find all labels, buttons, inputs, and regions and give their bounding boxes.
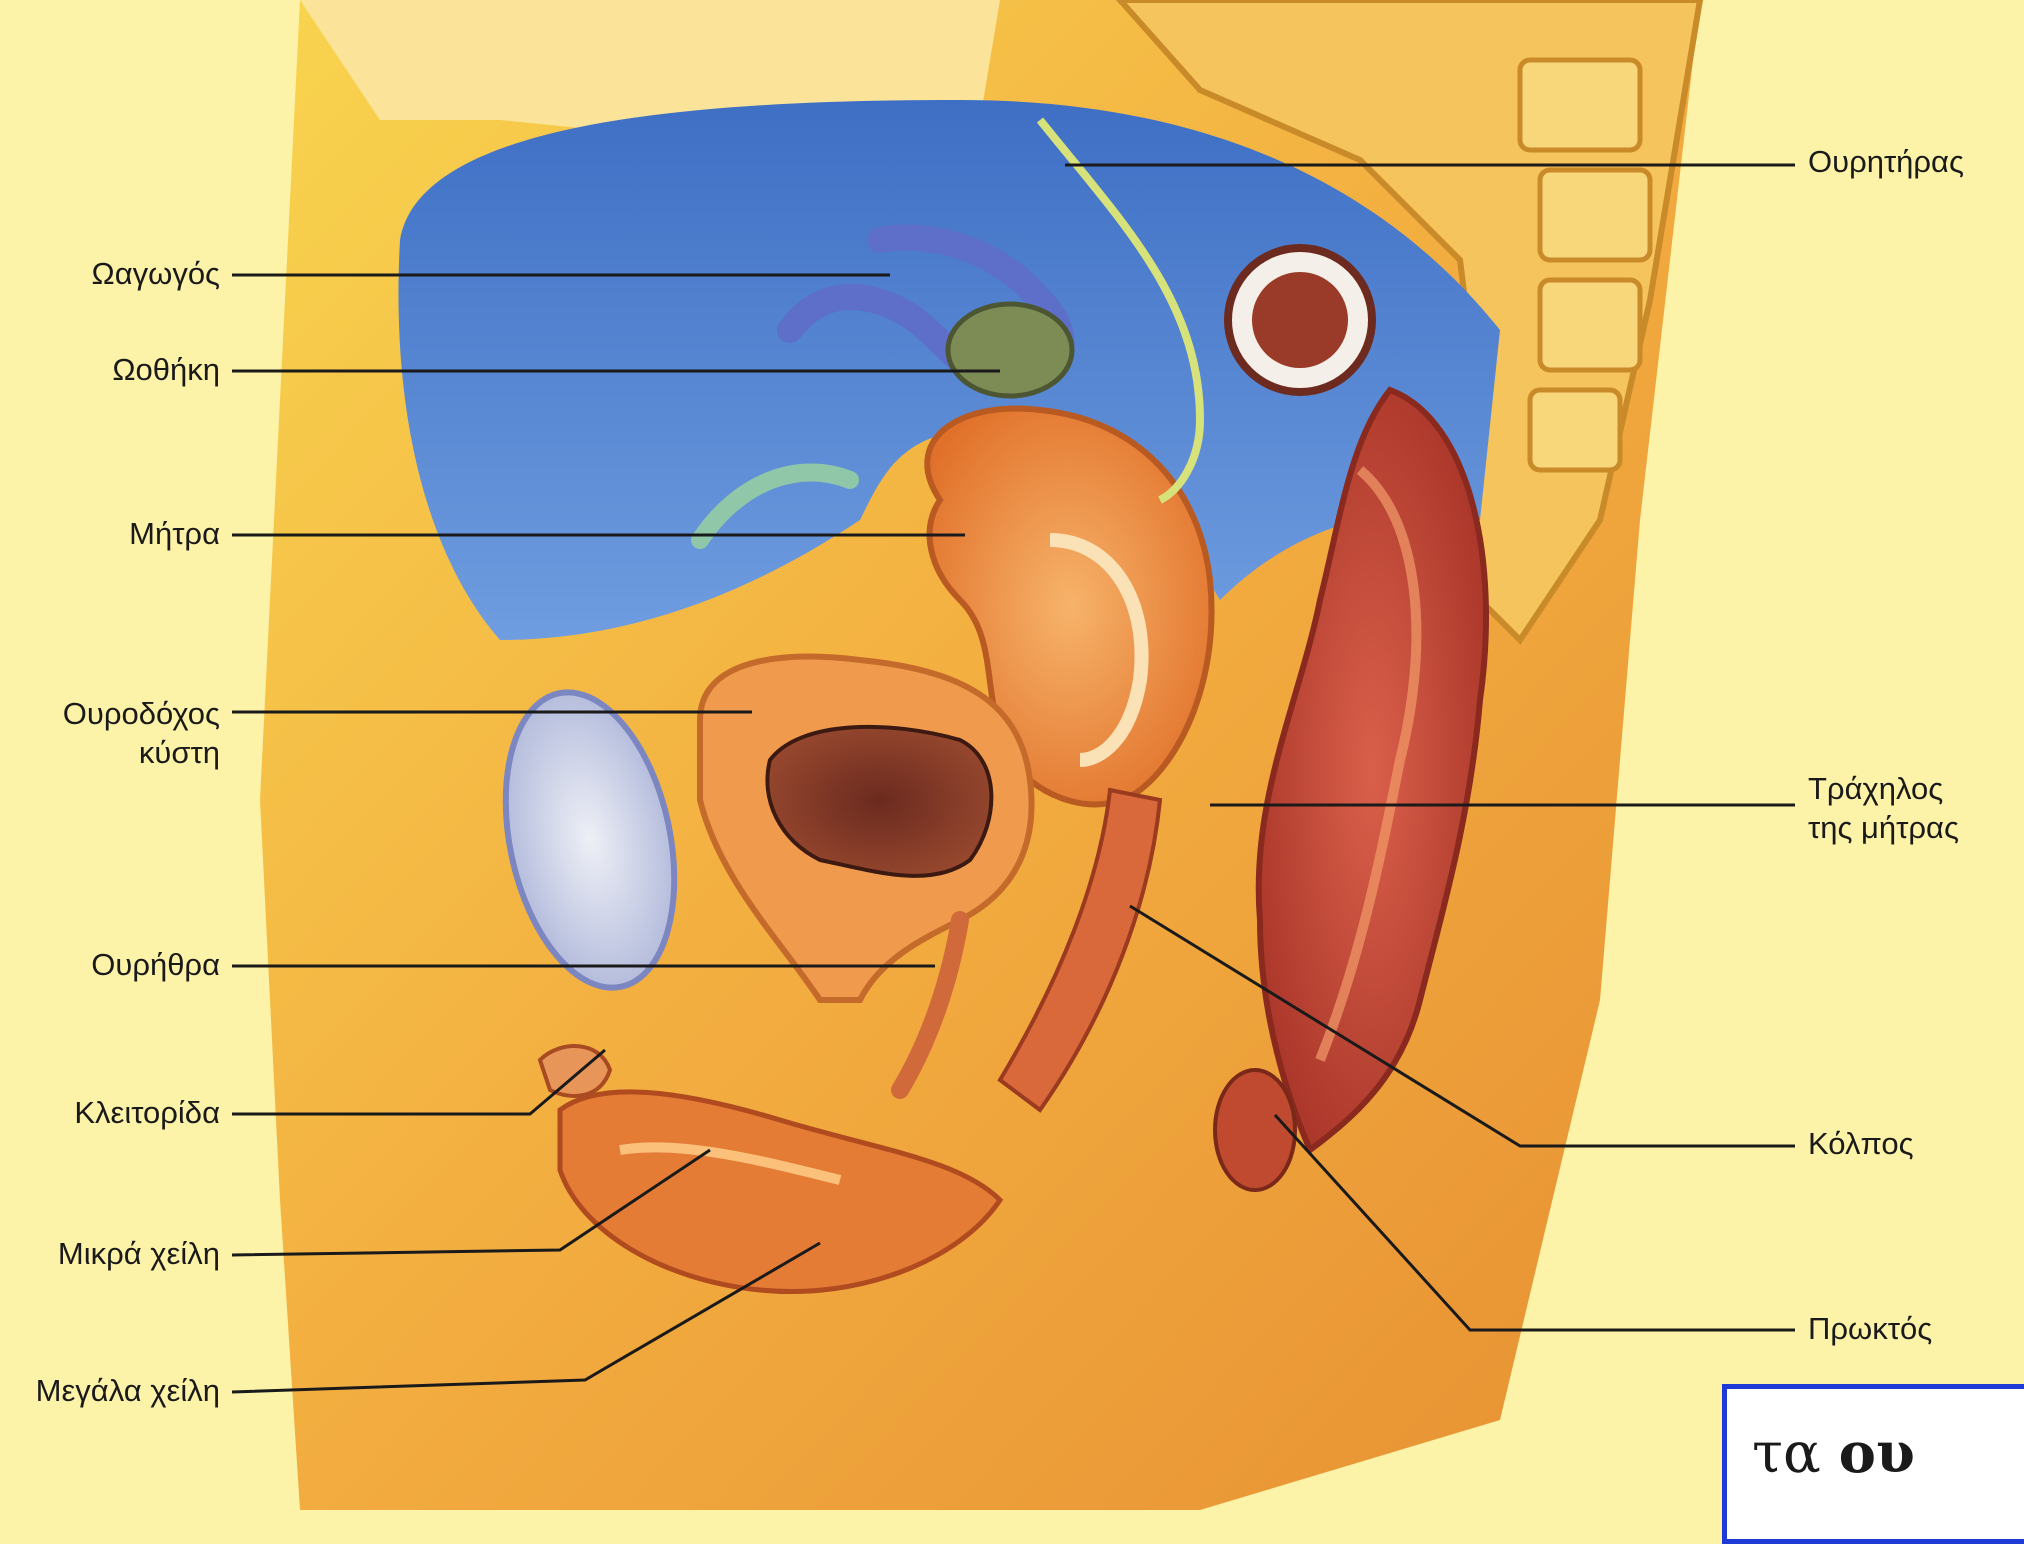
label-bladder: Ουροδόχος κύστη	[63, 695, 220, 773]
label-labia-minora: Μικρά χείλη	[58, 1235, 220, 1274]
ovary	[948, 304, 1072, 396]
label-urethra: Ουρήθρα	[91, 946, 220, 985]
label-cervix-line2: της μήτρας	[1808, 809, 1959, 848]
caption-bold: ου	[1839, 1420, 1915, 1486]
caption-text: τα ου	[1752, 1420, 1915, 1486]
label-bladder-line2: κύστη	[63, 734, 220, 773]
label-fallopian-tube: Ωαγωγός	[92, 255, 220, 294]
label-ovary: Ωοθήκη	[112, 351, 220, 390]
pelvis-illustration	[0, 0, 2024, 1510]
label-cervix-line1: Τράχηλος	[1808, 770, 1959, 809]
rectum-ring	[1228, 248, 1372, 392]
label-bladder-line1: Ουροδόχος	[63, 695, 220, 734]
diagram-stage: Ουρητήρας Τράχηλος της μήτρας Κόλπος Πρω…	[0, 0, 2024, 1510]
label-labia-majora: Μεγάλα χείλη	[36, 1372, 220, 1411]
label-anus: Πρωκτός	[1808, 1310, 1932, 1349]
label-uterus: Μήτρα	[129, 515, 220, 554]
caption-plain: τα	[1752, 1421, 1839, 1486]
label-clitoris: Κλειτορίδα	[74, 1094, 220, 1133]
anus	[1215, 1070, 1295, 1190]
label-vagina: Κόλπος	[1808, 1125, 1914, 1164]
label-cervix: Τράχηλος της μήτρας	[1808, 770, 1959, 848]
label-ureter: Ουρητήρας	[1808, 143, 1964, 182]
